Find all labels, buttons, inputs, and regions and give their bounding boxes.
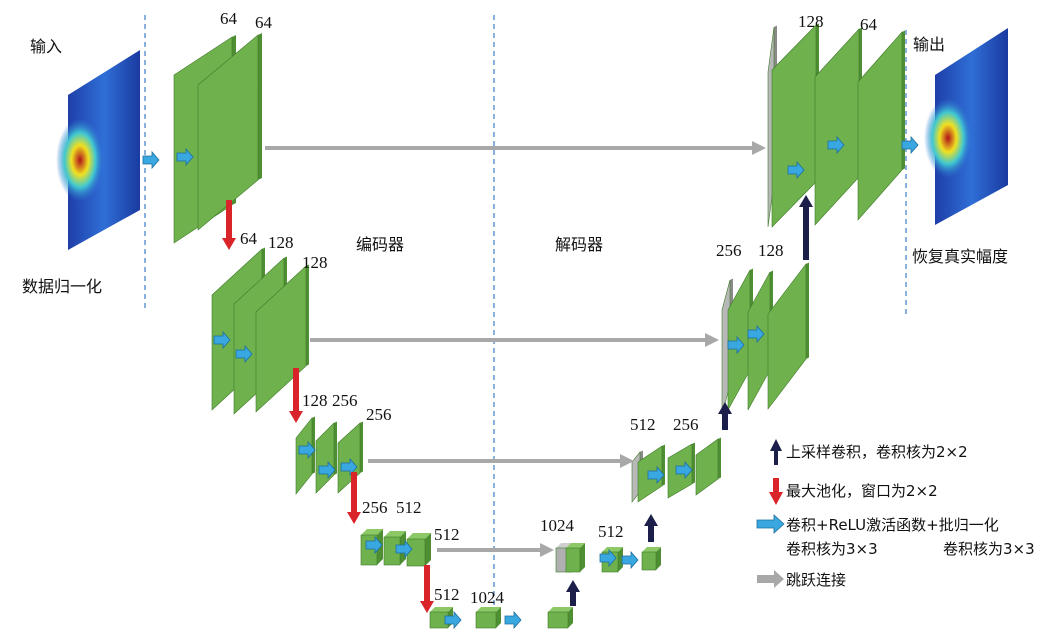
channel-label: 512 <box>630 415 656 434</box>
channel-label: 64 <box>255 13 273 32</box>
legend-maxpool: 最大池化，窗口为2×2 <box>769 478 938 505</box>
upconv-arrow-icon <box>718 402 732 430</box>
upconv-arrow-icon <box>644 514 658 542</box>
conv-arrow-icon <box>176 147 194 167</box>
upconv-arrow-icon <box>799 195 813 260</box>
feature-maps <box>173 23 905 629</box>
conv-arrow-icon <box>901 135 919 155</box>
conv-arrow-icon <box>787 160 805 180</box>
channel-label: 256 <box>332 391 358 410</box>
conv-arrow-icon <box>727 335 745 355</box>
output-label: 输出 <box>913 35 945 54</box>
skip-arrow-icon <box>437 543 554 557</box>
decoder-label: 解码器 <box>555 235 603 254</box>
legend-skip: 跳跃连接 <box>757 570 846 589</box>
feature-map <box>337 421 363 494</box>
upconv-arrows <box>566 195 813 606</box>
maxpool-arrow-icon <box>289 368 303 423</box>
channel-label: 64 <box>240 229 258 248</box>
encoder-label: 编码器 <box>356 235 404 254</box>
legend-upconv: 上采样卷积，卷积核为2×2 <box>770 439 968 465</box>
channel-label: 512 <box>434 525 460 544</box>
maxpool-arrow-icon <box>222 200 236 250</box>
input-heatmap <box>56 50 140 250</box>
maxpool-arrow-icon <box>347 472 361 524</box>
skip-connections <box>265 141 766 557</box>
conv-arrow-icon <box>621 550 639 570</box>
legend-conv-kernel-right: 卷积核为3×3 <box>943 540 1035 558</box>
feature-map <box>641 547 661 571</box>
feature-map <box>695 437 721 496</box>
conv-arrow-icon <box>142 150 160 170</box>
maxpool-arrow-icon <box>769 478 783 505</box>
feature-map <box>857 30 905 221</box>
legend-skip-text: 跳跃连接 <box>786 571 846 589</box>
input-label: 输入 <box>30 37 62 56</box>
feature-map <box>295 416 315 495</box>
feature-map <box>771 23 819 228</box>
channel-label: 1024 <box>540 516 575 535</box>
skip-arrow-icon <box>310 333 719 347</box>
channel-label: 64 <box>220 9 238 28</box>
channel-label: 128 <box>758 241 784 260</box>
legend: 上采样卷积，卷积核为2×2 最大池化，窗口为2×2 卷积+ReLU激活函数+批归… <box>756 439 1035 589</box>
channel-label: 256 <box>362 498 388 517</box>
channel-label: 512 <box>434 585 460 604</box>
feature-map <box>197 33 262 231</box>
channel-labels: 64 64 64 128 128 128 256 256 256 512 512… <box>220 9 878 607</box>
conv-arrow-icon <box>213 330 231 350</box>
conv-arrow-icon <box>504 610 522 630</box>
legend-maxpool-text: 最大池化，窗口为2×2 <box>786 482 938 500</box>
conv-arrow-icon <box>747 324 765 344</box>
conv-arrow-icon <box>444 610 462 630</box>
conv-arrow-icon <box>298 440 316 460</box>
feature-map <box>475 607 501 629</box>
conv-arrow-icon <box>756 514 785 534</box>
feature-map <box>767 262 809 410</box>
skip-arrow-icon <box>368 454 634 468</box>
conv-arrow-icon <box>675 460 693 480</box>
channel-label: 512 <box>396 498 422 517</box>
restore-label: 恢复真实幅度 <box>912 247 1008 266</box>
conv-arrow-icon <box>395 539 413 559</box>
skip-arrow-icon <box>757 570 784 588</box>
feature-map <box>547 607 573 629</box>
maxpool-arrows <box>222 200 434 613</box>
conv-arrow-icon <box>318 460 336 480</box>
channel-label: 512 <box>598 522 624 541</box>
upconv-arrow-icon <box>770 439 782 465</box>
legend-conv: 卷积+ReLU激活函数+批归一化 卷积核为3×3 卷积核为3×3 <box>756 514 1035 558</box>
channel-label: 128 <box>268 233 294 252</box>
maxpool-arrow-icon <box>420 565 434 613</box>
conv-arrow-icon <box>827 135 845 155</box>
output-heatmap <box>924 28 1008 225</box>
conv-arrow-icon <box>340 457 358 477</box>
conv-arrows <box>142 135 919 630</box>
conv-arrow-icon <box>599 548 617 568</box>
channel-label: 1024 <box>470 588 505 607</box>
channel-label: 128 <box>302 253 328 272</box>
skip-arrow-icon <box>265 141 766 155</box>
feature-map <box>814 27 862 226</box>
legend-conv-kernel-left: 卷积核为3×3 <box>786 540 878 558</box>
channel-label: 256 <box>716 241 742 260</box>
upconv-arrow-icon <box>566 580 580 606</box>
channel-label: 64 <box>860 15 878 34</box>
feature-map <box>315 421 337 494</box>
channel-label: 256 <box>366 405 392 424</box>
channel-label: 256 <box>673 415 699 434</box>
conv-arrow-icon <box>235 344 253 364</box>
channel-label: 128 <box>302 391 328 410</box>
feature-map <box>565 543 585 573</box>
channel-label: 128 <box>798 12 824 31</box>
legend-upconv-text: 上采样卷积，卷积核为2×2 <box>786 443 968 461</box>
conv-arrow-icon <box>647 465 665 485</box>
conv-arrow-icon <box>365 535 383 555</box>
legend-conv-text: 卷积+ReLU激活函数+批归一化 <box>786 516 999 534</box>
normalize-label: 数据归一化 <box>22 277 102 296</box>
